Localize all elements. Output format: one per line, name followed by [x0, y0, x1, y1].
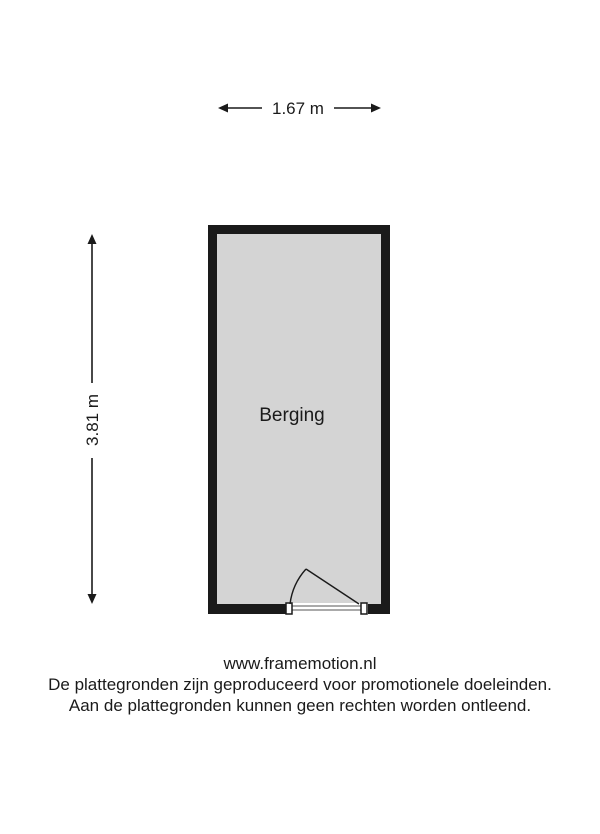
width-arrow-left-icon	[218, 103, 228, 113]
room-label: Berging	[259, 405, 325, 426]
height-arrow-bottom-icon	[87, 594, 97, 604]
footer-disclaimer-1: De plattegronden zijn geproduceerd voor …	[48, 675, 552, 694]
height-label: 3.81 m	[83, 394, 102, 446]
footer-website-link[interactable]: www.framemotion.nl	[223, 654, 377, 673]
height-arrow-top-icon	[87, 234, 97, 244]
door-opening	[288, 603, 368, 614]
door-leaf	[305, 568, 360, 605]
room-floor	[217, 234, 381, 604]
width-dimension: 1.67 m	[218, 99, 381, 118]
door-jamb-right	[360, 602, 368, 615]
width-arrow-right-icon	[371, 103, 381, 113]
door-swing-arc	[289, 568, 307, 605]
room-berging: Berging	[208, 225, 390, 615]
door-jamb-left	[285, 602, 293, 615]
footer: www.framemotion.nl De plattegronden zijn…	[0, 653, 600, 716]
height-dimension: 3.81 m	[83, 234, 102, 604]
width-label: 1.67 m	[272, 99, 324, 118]
footer-disclaimer-2: Aan de plattegronden kunnen geen rechten…	[68, 696, 532, 715]
